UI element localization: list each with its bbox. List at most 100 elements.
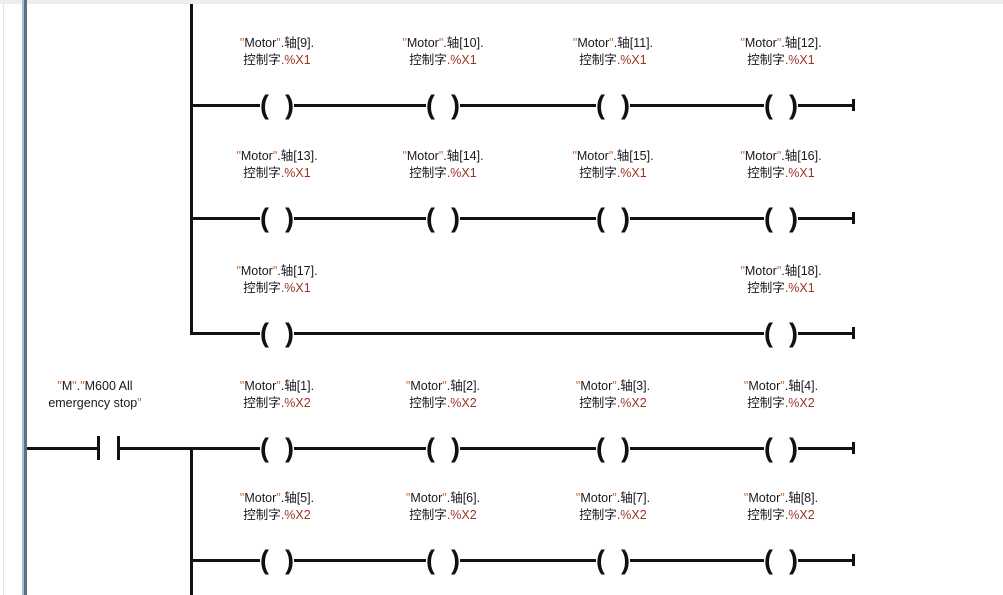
tag-control-word: 控制字 xyxy=(243,166,281,180)
contact-label[interactable]: "M"."M600 All emergency stop" xyxy=(10,378,180,412)
coil-symbol[interactable]: () xyxy=(764,545,798,575)
tag-control-word: 控制字 xyxy=(243,53,281,67)
no-contact-icon[interactable] xyxy=(117,436,120,460)
coil-label[interactable]: "Motor".轴[5].控制字.%X2 xyxy=(192,490,362,524)
coil-symbol[interactable]: () xyxy=(260,318,294,348)
coil-symbol[interactable]: () xyxy=(426,433,460,463)
top-border xyxy=(0,0,1003,4)
coil-label[interactable]: "Motor".轴[4].控制字.%X2 xyxy=(696,378,866,412)
coil-label[interactable]: "Motor".轴[14].控制字.%X1 xyxy=(358,148,528,182)
coil-label[interactable]: "Motor".轴[1].控制字.%X2 xyxy=(192,378,362,412)
wire-end-tick xyxy=(852,442,855,454)
coil-label-line1: "Motor".轴[11]. xyxy=(528,35,698,52)
coil-label[interactable]: "Motor".轴[13].控制字.%X1 xyxy=(192,148,362,182)
tag-control-word: 控制字 xyxy=(579,53,617,67)
tag-quote: " xyxy=(276,491,281,505)
coil-symbol[interactable]: () xyxy=(596,203,630,233)
tag-bit-access: .%X1 xyxy=(446,53,477,67)
coil-paren-right: ) xyxy=(285,90,294,120)
coil-paren-right: ) xyxy=(285,318,294,348)
tag-axis: .轴[15]. xyxy=(613,149,654,163)
coil-label[interactable]: "Motor".轴[11].控制字.%X1 xyxy=(528,35,698,69)
tag-quote: " xyxy=(740,149,745,163)
tag-quote: " xyxy=(272,264,278,278)
coil-label-line1: "Motor".轴[12]. xyxy=(696,35,866,52)
tag-db-name: Motor xyxy=(748,491,781,505)
coil-symbol[interactable]: () xyxy=(764,90,798,120)
editor-margin-line xyxy=(3,4,4,595)
coil-label[interactable]: "Motor".轴[18].控制字.%X1 xyxy=(696,263,866,297)
coil-symbol[interactable]: () xyxy=(596,433,630,463)
no-contact-icon[interactable] xyxy=(97,436,100,460)
coil-symbol[interactable]: () xyxy=(260,545,294,575)
tag-db-name: Motor xyxy=(244,36,277,50)
coil-symbol[interactable]: () xyxy=(426,545,460,575)
coil-label[interactable]: "Motor".轴[17].控制字.%X1 xyxy=(192,263,362,297)
coil-label[interactable]: "Motor".轴[6].控制字.%X2 xyxy=(358,490,528,524)
tag-bit-access: .%X2 xyxy=(280,396,311,410)
tag-axis: .轴[16]. xyxy=(781,149,822,163)
coil-symbol[interactable]: () xyxy=(426,203,460,233)
tag-db-name: Motor xyxy=(577,36,610,50)
coil-symbol[interactable]: () xyxy=(596,545,630,575)
coil-label-line2: 控制字.%X2 xyxy=(358,507,528,524)
tag-quote: " xyxy=(236,264,241,278)
tag-quote: " xyxy=(780,491,785,505)
coil-symbol[interactable]: () xyxy=(764,433,798,463)
power-rail xyxy=(24,0,27,595)
tag-db-name: Motor xyxy=(406,36,439,50)
coil-label-line1: "Motor".轴[4]. xyxy=(696,378,866,395)
tag-bit-access: .%X2 xyxy=(616,508,647,522)
coil-paren-left: ( xyxy=(426,90,435,120)
tag-control-word: 控制字 xyxy=(243,396,281,410)
coil-label[interactable]: "Motor".轴[9].控制字.%X1 xyxy=(192,35,362,69)
coil-symbol[interactable]: () xyxy=(426,90,460,120)
coil-label[interactable]: "Motor".轴[10].控制字.%X1 xyxy=(358,35,528,69)
tag-quote: " xyxy=(575,379,581,393)
coil-label[interactable]: "Motor".轴[3].控制字.%X2 xyxy=(528,378,698,412)
coil-label[interactable]: "Motor".轴[16].控制字.%X1 xyxy=(696,148,866,182)
coil-paren-right: ) xyxy=(789,203,798,233)
wire-end-tick xyxy=(852,327,855,339)
coil-symbol[interactable]: () xyxy=(764,203,798,233)
coil-label[interactable]: "Motor".轴[7].控制字.%X2 xyxy=(528,490,698,524)
coil-symbol[interactable]: () xyxy=(596,90,630,120)
tag-axis: .轴[3]. xyxy=(616,379,651,393)
coil-label[interactable]: "Motor".轴[2].控制字.%X2 xyxy=(358,378,528,412)
branch-wire xyxy=(190,331,854,335)
coil-paren-left: ( xyxy=(764,203,773,233)
coil-symbol[interactable]: () xyxy=(260,433,294,463)
coil-paren-right: ) xyxy=(789,433,798,463)
tag-control-word: 控制字 xyxy=(747,396,785,410)
tag-bit-access: .%X1 xyxy=(784,281,815,295)
coil-symbol[interactable]: () xyxy=(260,203,294,233)
coil-paren-right: ) xyxy=(451,203,460,233)
branch-wire xyxy=(190,558,854,562)
tag-db-name: Motor xyxy=(244,491,277,505)
tag-quote: " xyxy=(402,36,407,50)
tag-bit-access: .%X2 xyxy=(784,508,815,522)
tag-quote: " xyxy=(276,36,281,50)
coil-label-line1: "Motor".轴[7]. xyxy=(528,490,698,507)
coil-paren-left: ( xyxy=(764,318,773,348)
tag-quote: " xyxy=(612,491,617,505)
coil-label-line2: 控制字.%X2 xyxy=(528,395,698,412)
coil-label[interactable]: "Motor".轴[12].控制字.%X1 xyxy=(696,35,866,69)
tag-control-word: 控制字 xyxy=(243,281,281,295)
tag-bit-access: .%X1 xyxy=(446,166,477,180)
coil-label-line2: 控制字.%X1 xyxy=(192,165,362,182)
tag-control-word: 控制字 xyxy=(747,166,785,180)
coil-symbol[interactable]: () xyxy=(260,90,294,120)
tag-control-word: 控制字 xyxy=(747,53,785,67)
coil-label[interactable]: "Motor".轴[8].控制字.%X2 xyxy=(696,490,866,524)
coil-label-line2: 控制字.%X2 xyxy=(696,507,866,524)
coil-paren-right: ) xyxy=(789,545,798,575)
coil-label[interactable]: "Motor".轴[15].控制字.%X1 xyxy=(528,148,698,182)
tag-quote: " xyxy=(236,149,241,163)
tag-quote: " xyxy=(740,264,745,278)
tag-db-name: Motor xyxy=(576,149,609,163)
tag-quote: " xyxy=(776,36,782,50)
coil-symbol[interactable]: () xyxy=(764,318,798,348)
coil-paren-left: ( xyxy=(426,433,435,463)
coil-label-line1: "Motor".轴[15]. xyxy=(528,148,698,165)
